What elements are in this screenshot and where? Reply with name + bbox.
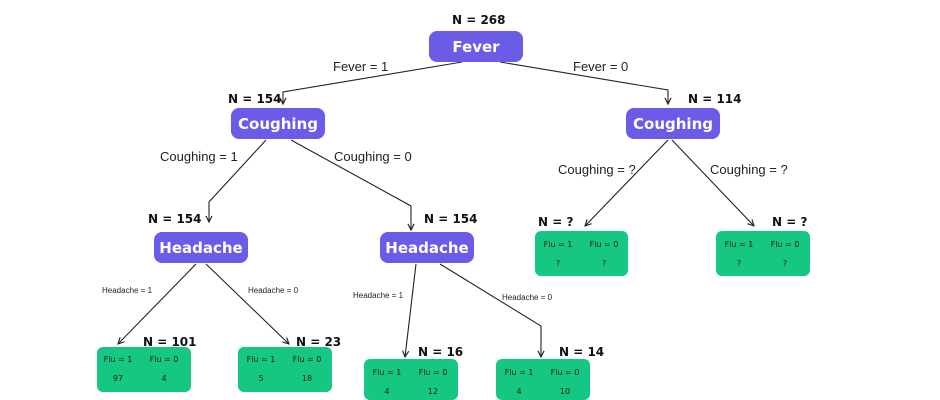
edge-coughing-q-left — [585, 139, 669, 226]
edge-label-coughing-q-left: Coughing = ? — [558, 162, 636, 177]
leaf-2-count: N = 23 — [296, 335, 342, 349]
cough-left-count: N = 154 — [228, 92, 282, 106]
leaf-node-4: Flu = 1 Flu = 0 4 10 — [496, 359, 590, 400]
head-right-count: N = 154 — [424, 212, 478, 226]
node-coughing-right-label: Coughing — [633, 114, 713, 133]
leaf-3-flu0-label: Flu = 0 — [418, 368, 448, 377]
edge-headache-right-1 — [405, 263, 417, 357]
leaf-node-5: Flu = 1 Flu = 0 ? ? — [535, 231, 628, 276]
leaf-6-flu1-value: ? — [736, 259, 742, 268]
edge-label-coughing-1: Coughing = 1 — [160, 149, 238, 164]
leaf-5-flu1-value: ? — [555, 259, 561, 268]
node-headache-left-label: Headache — [159, 238, 243, 257]
edge-label-headache-right-1: Headache = 1 — [353, 291, 404, 300]
edge-label-headache-left-1: Headache = 1 — [102, 286, 153, 295]
node-headache-right-label: Headache — [385, 238, 469, 257]
leaf-1-count: N = 101 — [143, 335, 197, 349]
edge-headache-left-0 — [205, 263, 289, 344]
leaf-4-flu0-value: 10 — [559, 387, 571, 396]
edge-headache-left-1 — [118, 263, 197, 344]
leaf-node-3: Flu = 1 Flu = 0 4 12 — [364, 359, 458, 400]
node-fever: Fever — [429, 31, 523, 62]
node-headache-left: Headache — [154, 232, 248, 263]
leaf-4-flu1-value: 4 — [516, 387, 522, 396]
edge-coughing-1 — [209, 139, 267, 222]
leaf-2-flu1-label: Flu = 1 — [246, 355, 276, 364]
leaf-node-2: Flu = 1 Flu = 0 5 18 — [238, 347, 332, 392]
leaf-1-flu0-value: 4 — [161, 374, 167, 383]
edge-label-fever-0: Fever = 0 — [573, 59, 629, 74]
edge-label-headache-right-0: Headache = 0 — [502, 293, 553, 302]
root-count: N = 268 — [452, 13, 506, 27]
leaf-1-flu1-label: Flu = 1 — [103, 355, 133, 364]
edge-label-fever-1: Fever = 1 — [333, 59, 389, 74]
leaf-5-flu0-label: Flu = 0 — [589, 240, 619, 249]
edge-coughing-0 — [290, 139, 411, 230]
edge-label-coughing-q-right: Coughing = ? — [710, 162, 788, 177]
node-fever-label: Fever — [452, 37, 500, 56]
edge-fever-1 — [283, 61, 463, 104]
leaf-5-flu1-label: Flu = 1 — [543, 240, 573, 249]
leaf-3-flu1-value: 4 — [384, 387, 390, 396]
leaf-6-flu0-value: ? — [782, 259, 788, 268]
leaf-4-flu1-label: Flu = 1 — [504, 368, 534, 377]
leaf-node-6: Flu = 1 Flu = 0 ? ? — [716, 231, 810, 276]
leaf-4-count: N = 14 — [559, 345, 605, 359]
leaf-6-count: N = ? — [772, 215, 808, 229]
leaf-2-flu0-label: Flu = 0 — [292, 355, 322, 364]
leaf-4-flu0-label: Flu = 0 — [550, 368, 580, 377]
node-coughing-left-label: Coughing — [238, 114, 318, 133]
node-coughing-left: Coughing — [231, 108, 325, 139]
edge-coughing-q-right — [671, 139, 754, 226]
cough-right-count: N = 114 — [688, 92, 742, 106]
leaf-6-flu0-label: Flu = 0 — [770, 240, 800, 249]
leaf-6-flu1-label: Flu = 1 — [724, 240, 754, 249]
leaf-1-flu0-label: Flu = 0 — [149, 355, 179, 364]
leaf-2-flu0-value: 18 — [301, 374, 313, 383]
node-coughing-right: Coughing — [626, 108, 720, 139]
leaf-2-flu1-value: 5 — [258, 374, 264, 383]
leaf-node-1: Flu = 1 Flu = 0 97 4 — [97, 347, 191, 392]
leaf-5-flu0-value: ? — [601, 259, 607, 268]
edge-fever-0 — [499, 61, 668, 104]
edge-headache-right-0 — [439, 263, 541, 357]
head-left-count: N = 154 — [148, 212, 202, 226]
leaf-1-flu1-value: 97 — [112, 374, 124, 383]
leaf-3-flu1-label: Flu = 1 — [372, 368, 402, 377]
node-headache-right: Headache — [380, 232, 474, 263]
edge-label-headache-left-0: Headache = 0 — [248, 286, 299, 295]
leaf-3-flu0-value: 12 — [427, 387, 439, 396]
leaf-5-count: N = ? — [538, 215, 574, 229]
leaf-3-count: N = 16 — [418, 345, 464, 359]
edge-label-coughing-0: Coughing = 0 — [334, 149, 412, 164]
